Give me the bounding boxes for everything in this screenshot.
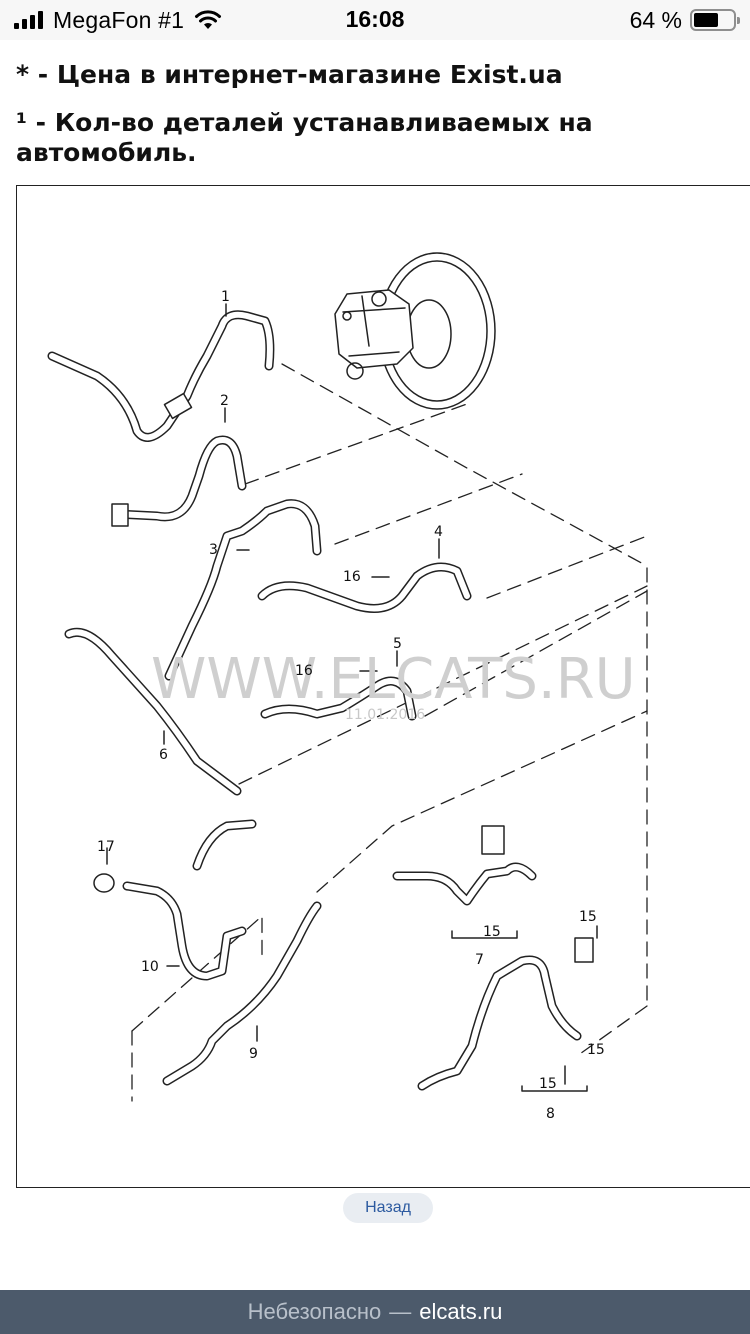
callout-15-d: 15 [587, 1042, 605, 1058]
back-button[interactable]: Назад [343, 1193, 433, 1223]
callout-2: 2 [220, 393, 229, 409]
brake-booster-icon [334, 252, 496, 410]
diagram-watermark: WWW.ELCATS.RU [151, 647, 636, 712]
carrier-name: MegaFon #1 [53, 6, 185, 33]
quantity-note: ¹ - Кол-во деталей устанавливаемых на ав… [16, 108, 593, 167]
battery-fill [694, 13, 718, 27]
battery-percent: 64 % [629, 6, 682, 33]
battery-cap [737, 17, 740, 24]
callout-5: 5 [393, 636, 402, 652]
battery-icon [690, 9, 740, 31]
callout-15-c: 15 [579, 909, 597, 925]
callout-15-b: 15 [539, 1076, 557, 1092]
callout-7: 7 [475, 952, 484, 968]
callout-10: 10 [141, 959, 159, 975]
cellular-signal-icon [14, 11, 43, 29]
status-right: 64 % [629, 6, 740, 34]
url-separator: — [389, 1299, 412, 1324]
price-note: * - Цена в интернет-магазине Exist.ua [16, 60, 563, 89]
url-domain: elcats.ru [419, 1299, 503, 1324]
callout-17: 17 [97, 839, 115, 855]
callout-6: 6 [159, 747, 168, 763]
diagram-date-stamp: 11.01.2016 [345, 707, 425, 723]
hose-diagram-drawing: WWW.ELCATS.RU 11.01.2016 1 2 3 4 5 6 7 8… [47, 252, 648, 1122]
clock: 16:08 [345, 6, 405, 32]
callout-4: 4 [434, 524, 443, 540]
status-bar: MegaFon #1 16:08 64 % [0, 0, 750, 40]
parts-diagram: WWW.ELCATS.RU 11.01.2016 1 2 3 4 5 6 7 8… [16, 185, 750, 1188]
callout-16-b: 16 [295, 663, 313, 679]
wifi-icon [195, 10, 222, 29]
callout-15-a: 15 [483, 924, 501, 940]
callout-16-a: 16 [343, 569, 361, 585]
address-bar[interactable]: Небезопасно — elcats.ru [0, 1290, 750, 1334]
security-status: Небезопасно [247, 1299, 382, 1324]
callout-1: 1 [221, 289, 230, 305]
callout-9: 9 [249, 1046, 258, 1062]
callout-8: 8 [546, 1106, 555, 1122]
callout-3: 3 [209, 542, 218, 558]
status-left: MegaFon #1 [14, 6, 222, 34]
